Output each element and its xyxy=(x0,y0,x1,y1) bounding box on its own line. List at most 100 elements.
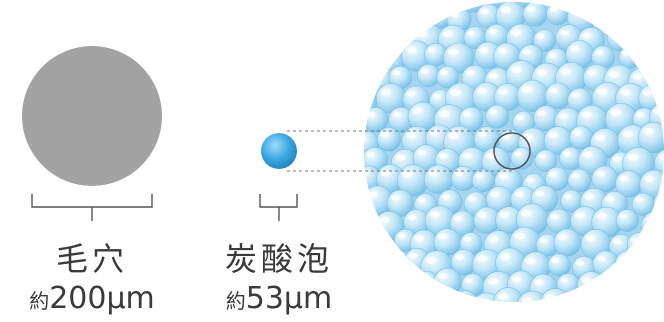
foam-texture-highlight xyxy=(479,47,489,54)
foam-texture-highlight xyxy=(429,130,440,137)
foam-texture-highlight xyxy=(371,71,381,78)
foam-texture-bubble xyxy=(453,290,478,302)
foam-texture-highlight xyxy=(569,45,580,52)
foam-texture-highlight xyxy=(406,132,417,139)
foam-texture-highlight xyxy=(587,69,597,76)
foam-texture-highlight xyxy=(441,194,450,200)
foam-texture-highlight xyxy=(397,233,406,239)
foam-label: 炭酸泡 xyxy=(224,240,333,278)
foam-texture-highlight xyxy=(521,297,533,302)
foam-texture-highlight xyxy=(635,197,644,203)
foam-texture-bubble xyxy=(631,192,656,217)
foam-texture-highlight xyxy=(380,131,389,138)
foam-texture-highlight xyxy=(406,46,417,54)
foam-texture-highlight xyxy=(631,237,640,243)
foam-texture-highlight xyxy=(367,112,376,118)
foam-texture-highlight xyxy=(610,109,622,117)
foam-texture-highlight xyxy=(636,112,645,118)
foam-texture-highlight xyxy=(480,8,489,15)
foam-texture-highlight xyxy=(391,195,401,201)
foam-texture-highlight xyxy=(535,190,545,197)
foam-texture-highlight xyxy=(449,89,462,97)
foam-texture-highlight xyxy=(457,295,466,300)
foam-texture-highlight xyxy=(560,277,569,283)
foam-texture-highlight xyxy=(563,194,572,200)
foam-texture-bubble xyxy=(561,2,586,12)
foam-texture-highlight xyxy=(437,273,448,280)
pore-circle xyxy=(22,46,162,186)
foam-texture-highlight xyxy=(510,29,522,36)
foam-texture-highlight xyxy=(416,149,427,156)
foam-texture-highlight xyxy=(548,171,558,177)
foam-texture-highlight xyxy=(488,72,499,79)
foam-texture-highlight xyxy=(521,209,533,217)
foam-texture-highlight xyxy=(477,212,487,218)
foam-texture-highlight xyxy=(538,154,546,159)
foam-texture-highlight xyxy=(417,197,426,203)
foam-texture-highlight xyxy=(644,175,655,182)
foam-texture-highlight xyxy=(412,107,423,115)
foam-texture-highlight xyxy=(414,235,425,242)
pore-label: 毛穴 xyxy=(55,240,128,278)
foam-texture-highlight xyxy=(438,233,448,240)
foam-texture-highlight xyxy=(653,108,664,115)
foam-texture-bubble xyxy=(606,24,635,52)
foam-texture-highlight xyxy=(619,175,629,182)
foam-texture-bubble xyxy=(522,2,548,27)
foam-texture-highlight xyxy=(619,255,628,262)
foam-texture-highlight xyxy=(463,236,472,242)
foam-texture-bubble xyxy=(433,267,462,297)
foam-texture-highlight xyxy=(608,70,620,78)
foam-texture-highlight xyxy=(432,93,441,99)
foam-texture-highlight xyxy=(438,153,448,159)
foam-texture-highlight xyxy=(596,255,606,262)
foam-texture-highlight xyxy=(425,256,437,264)
foam-texture-highlight xyxy=(402,170,414,178)
foam-texture-highlight xyxy=(511,276,522,283)
foam-texture-highlight xyxy=(465,70,475,76)
foam-texture-highlight xyxy=(515,115,524,121)
foam-texture-highlight xyxy=(464,278,473,283)
foam-texture-highlight xyxy=(450,12,460,18)
foam-texture-highlight xyxy=(500,6,511,14)
foam-texture-highlight xyxy=(642,90,652,96)
foam-texture-bubble xyxy=(638,84,664,112)
foam-texture-highlight xyxy=(536,33,545,39)
foam-texture-highlight xyxy=(595,50,604,56)
foam-texture-highlight xyxy=(558,113,569,120)
foam-texture-highlight xyxy=(467,196,476,202)
foam-texture-highlight xyxy=(429,211,440,218)
foam-texture-highlight xyxy=(514,151,522,157)
foam-texture-highlight xyxy=(367,191,378,198)
foam-texture-highlight xyxy=(613,156,622,162)
foam-texture-bubble xyxy=(493,287,524,302)
foam-texture-highlight xyxy=(596,212,607,220)
pore-approx-prefix: 約 xyxy=(29,289,50,313)
foam-texture-bubble xyxy=(364,108,369,133)
foam-texture-highlight xyxy=(551,258,560,263)
pore-bracket xyxy=(31,194,153,221)
foam-texture-highlight xyxy=(522,49,531,55)
foam-texture-highlight xyxy=(475,173,484,179)
foam-texture-highlight xyxy=(573,130,582,136)
foam-texture-highlight xyxy=(406,91,416,97)
foam-texture-highlight xyxy=(344,152,353,157)
foam-texture-highlight xyxy=(419,275,428,281)
foam-texture-highlight xyxy=(595,170,605,177)
foam-texture-highlight xyxy=(533,279,544,286)
foam-size-label: 約53μm xyxy=(196,284,362,314)
foam-texture-bubble xyxy=(424,164,454,195)
foam-texture-highlight xyxy=(558,234,568,240)
foam-texture-highlight xyxy=(462,111,472,118)
foam-texture-highlight xyxy=(476,255,488,262)
foam-size-value: 53μm xyxy=(245,281,333,316)
foam-texture-highlight xyxy=(571,173,580,179)
foam-texture-highlight xyxy=(499,211,510,218)
foam-texture-highlight xyxy=(560,68,572,76)
foam-texture-highlight xyxy=(365,152,375,158)
foam-texture-highlight xyxy=(448,132,460,140)
foam-texture-highlight xyxy=(407,214,417,221)
foam-texture-highlight xyxy=(353,94,363,100)
foam-texture-highlight xyxy=(658,194,664,202)
